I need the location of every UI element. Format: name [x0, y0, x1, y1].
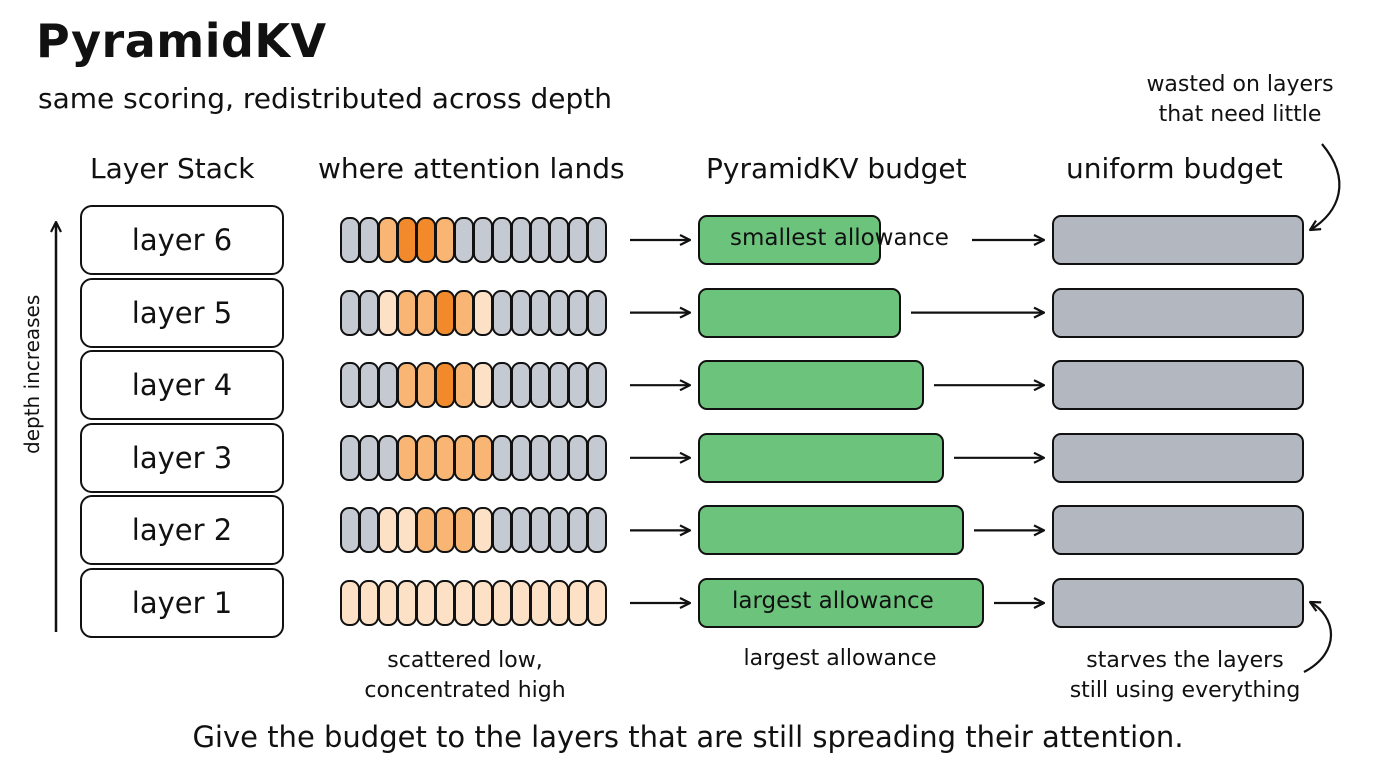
attention-token: [587, 507, 607, 554]
pyramid-budget-bar-layer-2: [698, 505, 964, 556]
uniform-budget-bar-layer-5: [1052, 287, 1304, 338]
note-pyramid: largest allowance: [743, 646, 937, 671]
note-attention-line-2: concentrated high: [364, 678, 566, 703]
column-header-attention: where attention lands: [318, 152, 625, 185]
attention-token: [587, 434, 607, 481]
uniform-budget-bar-layer-4: [1052, 360, 1304, 411]
attention-strip-layer-2: [340, 507, 607, 554]
attention-token: [587, 217, 607, 263]
largest-allowance-label: largest allowance: [732, 588, 934, 614]
note-uniform-top-line-1: wasted on layers: [1146, 72, 1334, 97]
attention-strip-layer-4: [340, 362, 607, 409]
uniform-budget-bar-layer-2: [1052, 505, 1304, 556]
layer-box-5: layer 5: [80, 277, 284, 348]
pyramid-budget-bar-layer-6: [698, 215, 881, 265]
uniform-budget-bar-layer-6: [1052, 215, 1304, 265]
pyramid-budget-bar-layer-1: [698, 578, 984, 628]
attention-strip-layer-5: [340, 289, 607, 336]
page-subtitle: same scoring, redistributed across depth: [38, 82, 612, 115]
pyramid-budget-bar-layer-4: [698, 360, 924, 411]
layer-box-3: layer 3: [80, 422, 284, 493]
column-header-uniform-budget: uniform budget: [1066, 152, 1283, 185]
layer-box-2: layer 2: [80, 495, 284, 566]
curved-arrow-bottom: [1303, 602, 1332, 673]
layer-box-6: layer 6: [80, 205, 284, 275]
uniform-budget-bar-layer-3: [1052, 432, 1304, 483]
attention-strip-layer-1: [340, 580, 607, 626]
attention-token: [587, 580, 607, 626]
page-title: PyramidKV: [36, 14, 327, 68]
note-uniform-bottom: starves the layers still using everythin…: [1040, 646, 1330, 706]
attention-strip-layer-3: [340, 434, 607, 481]
smallest-allowance-label: smallest allowance: [730, 225, 949, 251]
curved-arrow-top: [1310, 143, 1341, 230]
layer-box-4: layer 4: [80, 350, 284, 421]
attention-token: [587, 362, 607, 409]
pyramid-budget-bar-layer-3: [698, 432, 944, 483]
note-uniform-top-line-2: that need little: [1158, 102, 1322, 127]
layer-box-1: layer 1: [80, 568, 284, 638]
column-header-pyramid-budget: PyramidKV budget: [706, 152, 967, 185]
footer-caption: Give the budget to the layers that are s…: [192, 720, 1184, 754]
attention-strip-layer-6: [340, 217, 607, 263]
note-attention-line-1: scattered low,: [387, 648, 543, 673]
column-header-layer-stack: Layer Stack: [90, 152, 255, 185]
uniform-budget-bar-layer-1: [1052, 578, 1304, 628]
note-uniform-bottom-line-1: starves the layers: [1086, 648, 1284, 673]
pyramid-budget-bar-layer-5: [698, 287, 901, 338]
attention-token: [587, 289, 607, 336]
note-uniform-top: wasted on layers that need little: [1120, 70, 1360, 130]
note-uniform-bottom-line-2: still using everything: [1069, 678, 1301, 703]
note-attention: scattered low, concentrated high: [330, 646, 600, 706]
